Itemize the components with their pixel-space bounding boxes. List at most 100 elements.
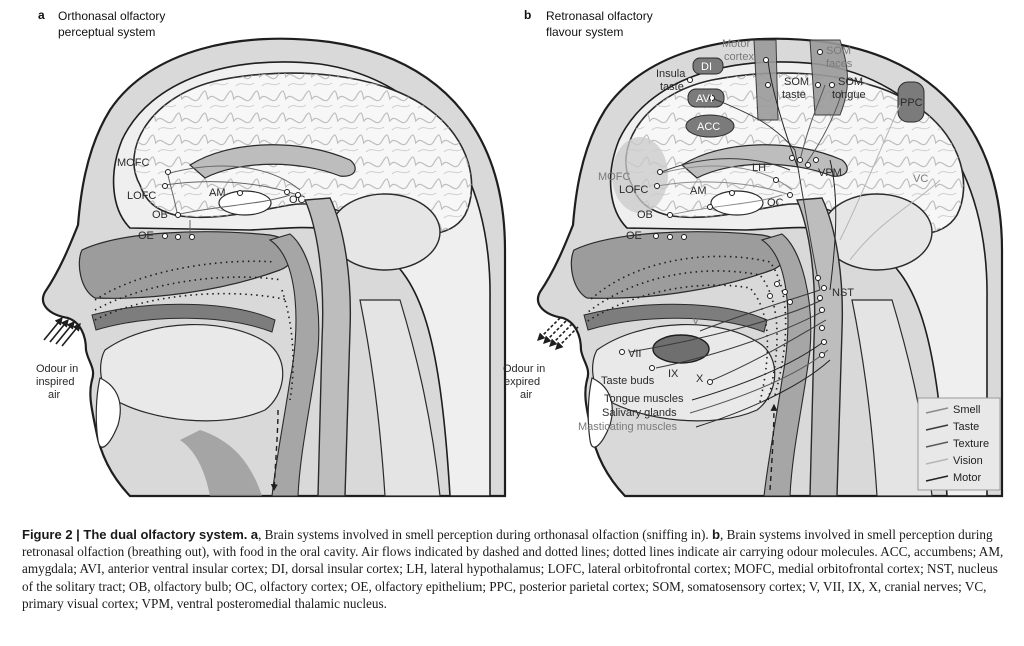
legend-item-taste: Taste [925,421,979,433]
legend-item-motor: Motor [925,472,981,484]
neck-a [180,430,262,496]
jaw-b [587,377,613,448]
label-masticating-muscles: Masticating muscles [578,421,678,433]
legend-label-motor: Motor [953,472,981,484]
legend-swatch-smell [925,407,949,414]
expired-air-arrows [537,317,579,350]
orbitofrontal-shading-b [612,137,668,213]
label-nerve-ix: IX [668,368,679,380]
dual-olfactory-figure: a Orthonasal olfactory perceptual system [36,8,1004,498]
brainstem-b [795,197,844,497]
panel-a-letter: a [38,8,45,22]
label-nerve-vii: VII [628,348,641,360]
label-salivary-glands: Salivary glands [602,407,677,419]
region-avi [687,88,725,108]
legend-box [917,397,1001,491]
legend-label-texture: Texture [953,438,989,450]
legend: Smell Taste Texture Vision Motor [917,397,1001,491]
label-motor-line2: cortex [724,51,754,63]
label-a-mofc: MOFC [117,157,149,169]
caption-title: Figure 2 | The dual olfactory system. [22,527,248,542]
tongue-a [100,324,284,422]
label-nst: NST [832,287,854,299]
label-ppc: PPC [900,97,923,109]
air-label-b-line1: Odour in [503,363,545,375]
region-acc [685,114,735,138]
label-acc: ACC [697,121,720,133]
label-lh: LH [752,162,766,174]
legend-item-texture: Texture [925,438,989,450]
panel-b-title-line1: Retronasal olfactory [546,9,653,23]
label-insula-line2: taste [660,81,684,93]
caption-a-text: , Brain systems involved in smell percep… [258,527,712,542]
brainstem-a [303,197,352,497]
label-nerve-v: V [692,315,700,327]
panel-b: b Retronasal olfactory flavour system [503,8,1004,498]
airflow-dotted-a [94,260,294,401]
spine-b [851,299,933,497]
figure-caption: Figure 2 | The dual olfactory system. a,… [22,526,1007,612]
label-tongue-muscles: Tongue muscles [604,393,684,405]
legend-swatch-vision [925,458,949,465]
nasal-cavity-b [570,231,787,299]
panel-a: a Orthonasal olfactory perceptual system [36,8,507,498]
label-avi: AVI [696,93,713,105]
jaw-a [95,377,121,448]
label-a-ob: OB [152,209,168,221]
legend-label-smell: Smell [953,404,981,416]
caption-b-text: , Brain systems involved in smell percep… [22,527,1004,611]
nasal-cavity-a [78,231,295,299]
air-label-b-line2: expired [504,376,540,388]
nodes-b [619,49,835,385]
legend-item-vision: Vision [925,455,983,467]
food-bolus [652,334,710,364]
air-label-b-line3: air [520,389,533,401]
panel-b-title-line2: flavour system [546,25,623,39]
label-b-mofc: MOFC [598,171,630,183]
label-a-oc: OC [289,194,306,206]
label-b-oe: OE [626,230,642,242]
label-nerve-x: X [696,373,704,385]
label-vpm: VPM [818,167,842,179]
corpus-callosum-a [188,144,356,179]
airflow-dotted-b [585,255,787,403]
amygdala-region-a [218,190,272,216]
label-b-lofc: LOFC [619,184,648,196]
air-label-a-line1: Odour in [36,363,78,375]
region-motor-cortex [753,39,779,121]
panel-a-title-line1: Orthonasal olfactory [58,9,165,23]
air-label-a-line2: inspired [36,376,75,388]
palate-a [91,303,276,333]
legend-item-smell: Smell [925,404,981,416]
spine-a [359,299,441,497]
caption-b-letter: b [711,527,721,542]
pharynx-a [268,233,320,497]
label-motor-line1: Motor [722,38,750,50]
label-vc: VC [913,173,928,185]
label-som-taste-line1: SOM [784,76,809,88]
label-a-lofc: LOFC [127,190,156,202]
panel-a-title-line2: perceptual system [58,25,155,39]
legend-swatch-texture [925,441,949,448]
label-som-faces-line1: SOM [826,45,851,57]
nodes-a [162,169,301,240]
legend-label-vision: Vision [953,455,983,467]
label-b-oc: OC [767,197,784,209]
label-di: DI [701,61,712,73]
air-label-a-line3: air [48,389,61,401]
label-a-am: AM [209,187,226,199]
palate-b [583,303,768,333]
corpus-callosum-b [680,144,848,179]
legend-swatch-motor [925,475,949,482]
legend-swatch-taste [925,424,949,431]
label-b-am: AM [690,185,707,197]
label-som-tongue-line1: SOM [838,76,863,88]
panel-b-letter: b [524,8,531,22]
label-som-taste-line2: taste [782,89,806,101]
legend-label-taste: Taste [953,421,979,433]
amygdala-region-b [710,190,764,216]
region-di [692,57,724,75]
label-som-tongue-line2: tongue [832,89,866,101]
region-ppc [897,81,925,123]
caption-a-letter: a [250,527,259,542]
